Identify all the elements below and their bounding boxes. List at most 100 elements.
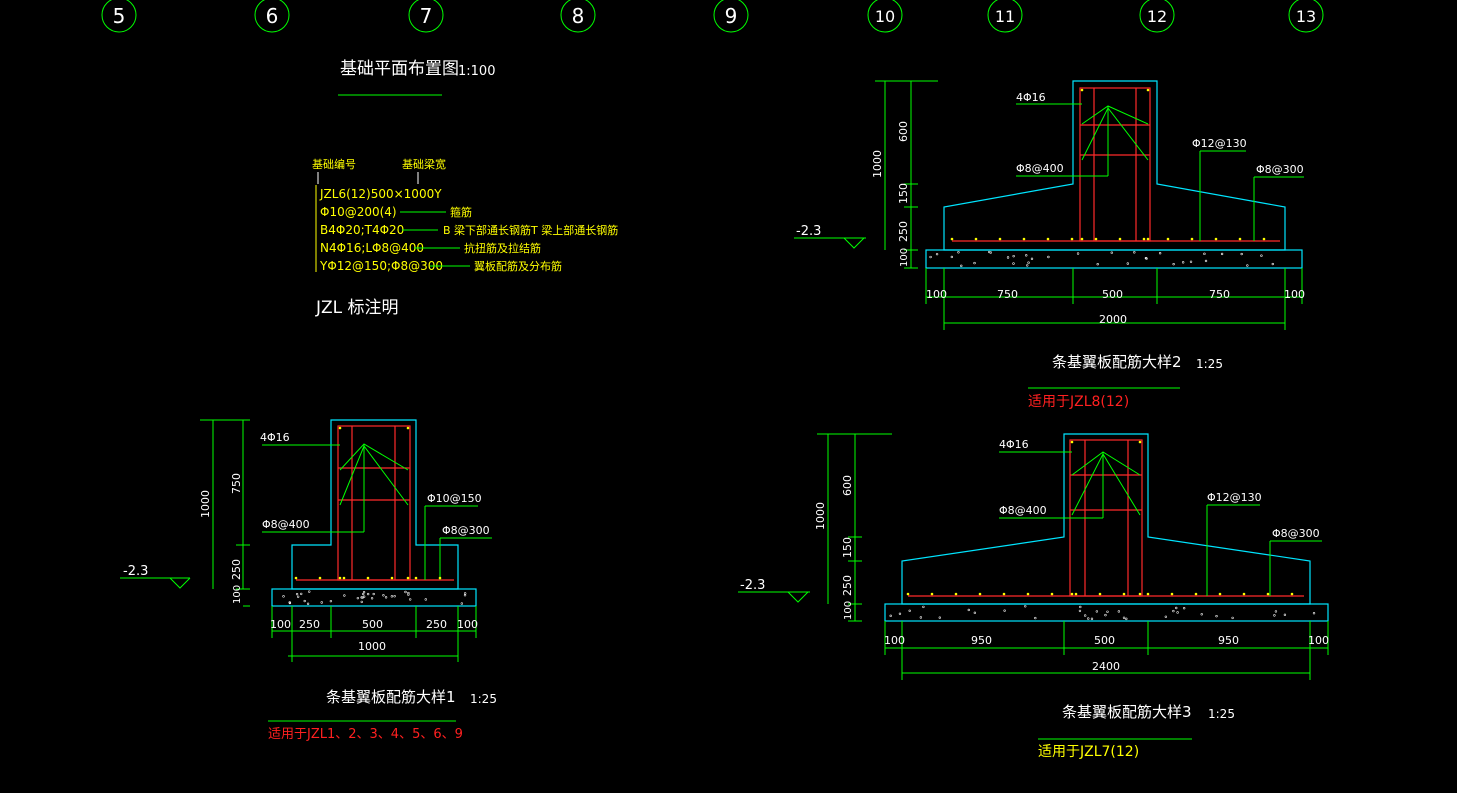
detail3-top-bars: 4Φ16 bbox=[999, 438, 1029, 451]
hatch-speck bbox=[1095, 610, 1099, 613]
hatch-speck bbox=[329, 599, 333, 603]
hatch-speck bbox=[1246, 264, 1249, 267]
hatch-speck bbox=[393, 595, 396, 598]
hatch-speck bbox=[1271, 262, 1274, 266]
rebar-dot bbox=[1290, 592, 1294, 596]
detail-2[interactable]: -2.3 4Φ16 Φ8@400 Φ12@130 Φ8@300 1000 600… bbox=[794, 80, 1305, 410]
legend-line5: YΦ12@150;Φ8@300 bbox=[319, 259, 443, 273]
rebar-dot bbox=[978, 592, 982, 596]
rebar-dot bbox=[1138, 440, 1142, 444]
detail3-dim-total: 2400 bbox=[1092, 660, 1120, 673]
detail2-top-bars: 4Φ16 bbox=[1016, 91, 1046, 104]
hatch-speck bbox=[1126, 262, 1130, 265]
detail1-dim-h-total: 1000 bbox=[199, 490, 212, 518]
detail1-dim-right: 250 bbox=[426, 618, 447, 631]
detail1-top-bars: 4Φ16 bbox=[260, 431, 290, 444]
hatch-speck bbox=[973, 611, 977, 615]
detail3-dist-label: Φ8@300 bbox=[1272, 527, 1320, 540]
rebar-dot bbox=[390, 576, 394, 580]
hatch-speck bbox=[1125, 617, 1128, 621]
detail3-ties bbox=[1071, 451, 1141, 518]
hatch-speck bbox=[1182, 606, 1186, 610]
rebar-dot bbox=[1262, 237, 1266, 241]
detail3-dimensions bbox=[738, 433, 1329, 680]
detail3-tie-label: Φ8@400 bbox=[999, 504, 1047, 517]
hatch-speck bbox=[908, 609, 911, 612]
detail2-outline bbox=[925, 80, 1303, 269]
hatch-speck bbox=[424, 598, 427, 601]
grid-bubble-5[interactable]: 5 bbox=[101, 0, 137, 33]
hatch-speck bbox=[296, 595, 300, 598]
legend-line4: N4Φ16;LΦ8@400 bbox=[320, 241, 424, 255]
rebar-dot bbox=[1070, 592, 1074, 596]
detail2-dimensions bbox=[794, 80, 1304, 330]
hatch-speck bbox=[1312, 612, 1316, 615]
detail1-outline bbox=[271, 419, 477, 607]
rebar-dot bbox=[1194, 592, 1198, 596]
rebar-dot bbox=[1166, 237, 1170, 241]
jzl-legend[interactable]: 基础编号 基础梁宽 JZL6(12)500×1000Y Φ10@200(4) 箍… bbox=[312, 157, 618, 318]
hatch-speck bbox=[1090, 617, 1094, 621]
hatch-speck bbox=[1175, 606, 1178, 610]
grid-bubble-11[interactable]: 11 bbox=[987, 0, 1023, 33]
rebar-dot bbox=[338, 426, 342, 430]
hatch-speck bbox=[1189, 260, 1193, 263]
hatch-speck bbox=[1106, 610, 1109, 613]
detail2-dim-h-pad: 100 bbox=[899, 248, 910, 267]
legend-line5-note: 翼板配筋及分布筋 bbox=[474, 259, 562, 273]
grid-label: 11 bbox=[995, 7, 1015, 26]
detail3-dim-left: 950 bbox=[971, 634, 992, 647]
detail1-rebar bbox=[296, 425, 454, 581]
hatch-speck bbox=[356, 596, 360, 600]
grid-bubble-8[interactable]: 8 bbox=[560, 0, 596, 33]
detail3-main-label: Φ12@130 bbox=[1207, 491, 1262, 504]
grid-label: 8 bbox=[572, 4, 585, 28]
grid-bubble-10[interactable]: 10 bbox=[867, 0, 903, 33]
legend-line3-note: B 梁下部通长钢筋T 梁上部通长钢筋 bbox=[443, 223, 618, 237]
detail-3[interactable]: -2.3 4Φ16 Φ8@400 Φ12@130 Φ8@300 1000 600… bbox=[738, 433, 1329, 760]
detail2-dim-total: 2000 bbox=[1099, 313, 1127, 326]
hatch-speck bbox=[1145, 257, 1148, 260]
hatch-speck bbox=[288, 601, 292, 605]
detail1-tie-label: Φ8@400 bbox=[262, 518, 310, 531]
hatch-speck bbox=[404, 590, 407, 594]
rebar-dot bbox=[406, 576, 410, 580]
grid-bubble-9[interactable]: 9 bbox=[713, 0, 749, 33]
rebar-dot bbox=[930, 592, 934, 596]
detail2-rebar bbox=[952, 87, 1280, 242]
legend-line4-note: 抗扭筋及拉结筋 bbox=[464, 241, 541, 255]
hatch-speck bbox=[408, 598, 412, 601]
rebar-dot bbox=[974, 237, 978, 241]
grid-bubble-12[interactable]: 12 bbox=[1139, 0, 1175, 33]
grid-bubble-13[interactable]: 13 bbox=[1288, 0, 1324, 33]
plan-title-block[interactable]: 基础平面布置图 1:100 bbox=[338, 59, 495, 96]
hatch-speck bbox=[306, 602, 310, 606]
rebar-dot bbox=[342, 576, 346, 580]
grid-bubble-7[interactable]: 7 bbox=[408, 0, 444, 33]
rebar-dot bbox=[1080, 237, 1084, 241]
detail-1[interactable]: -2.3 4Φ16 Φ8@400 Φ10@150 Φ8@300 1000 750… bbox=[120, 419, 497, 742]
hatch-speck bbox=[973, 261, 976, 265]
detail2-dim-right-pad: 100 bbox=[1284, 288, 1305, 301]
hatch-speck bbox=[360, 600, 363, 604]
detail3-dim-h-pad: 100 bbox=[843, 601, 854, 620]
legend-head-size: 基础梁宽 bbox=[402, 157, 446, 171]
rebar-dot bbox=[1142, 237, 1146, 241]
rebar-dot bbox=[1146, 592, 1150, 596]
hatch-speck bbox=[898, 612, 902, 616]
grid-label: 12 bbox=[1147, 7, 1167, 26]
detail2-dim-h-total: 1000 bbox=[871, 150, 884, 178]
hatch-speck bbox=[1024, 605, 1027, 608]
hatch-speck bbox=[1087, 617, 1090, 620]
rebar-dot bbox=[294, 576, 298, 580]
detail1-elevation: -2.3 bbox=[123, 564, 148, 579]
rebar-dot bbox=[950, 237, 954, 241]
detail1-dim-total: 1000 bbox=[358, 640, 386, 653]
detail1-dimensions bbox=[120, 419, 492, 662]
grid-bubble-6[interactable]: 6 bbox=[254, 0, 290, 33]
legend-line2-note: 箍筋 bbox=[450, 205, 472, 219]
hatch-speck bbox=[957, 251, 960, 254]
hatch-speck bbox=[463, 594, 467, 597]
rebar-dots bbox=[294, 88, 1294, 596]
